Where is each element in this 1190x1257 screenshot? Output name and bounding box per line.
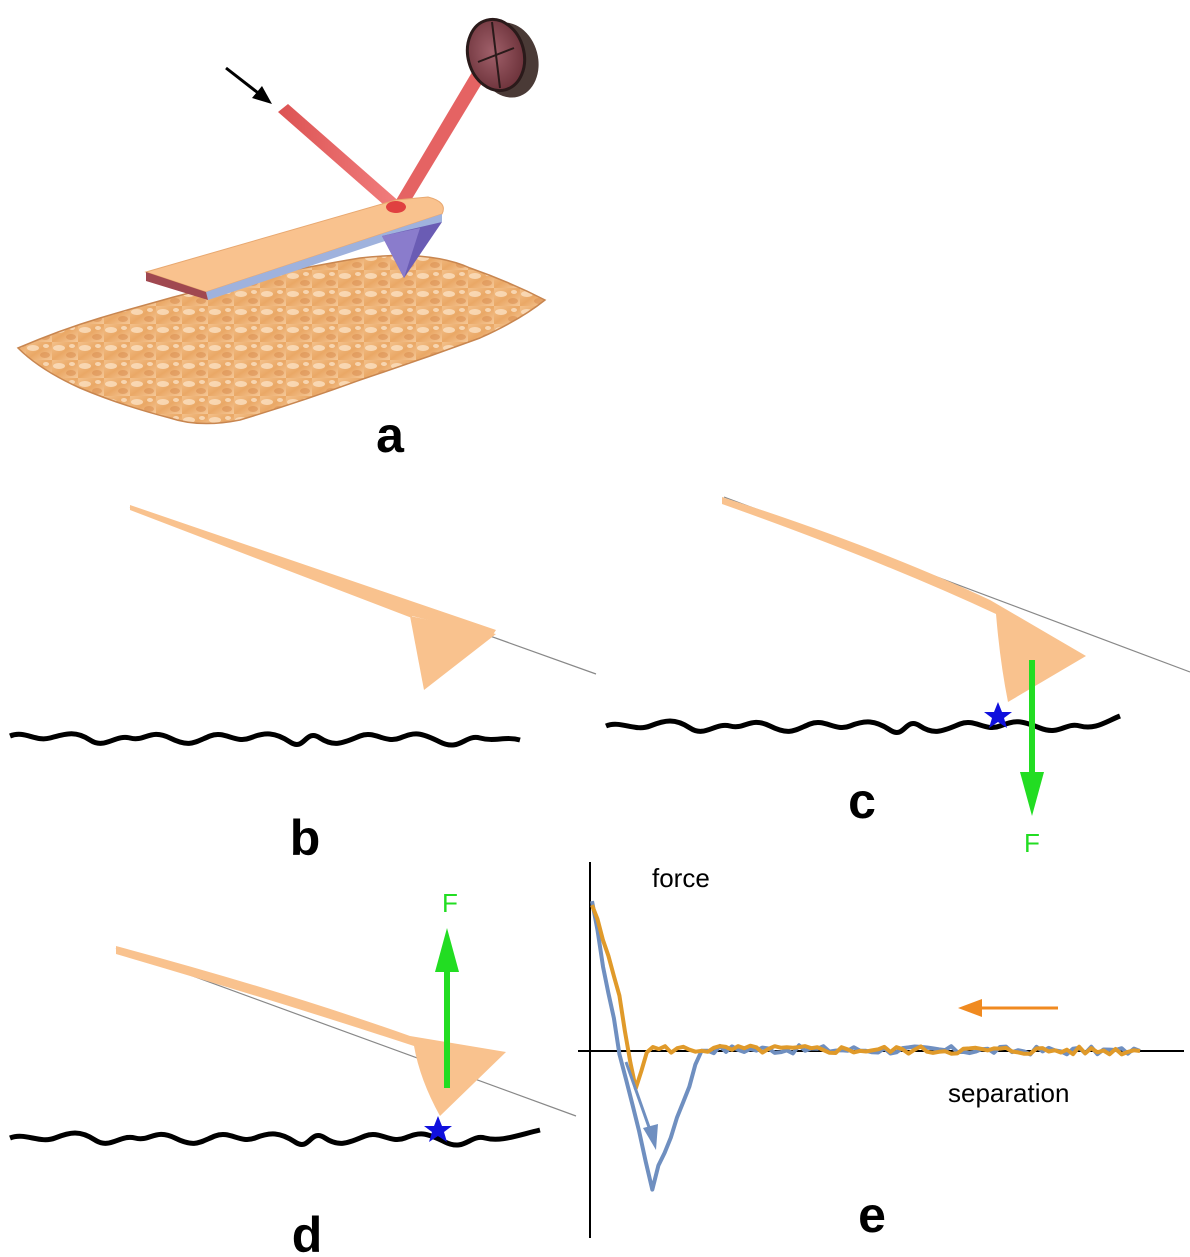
panel-label-b: b — [290, 810, 321, 866]
cantilever-profile — [116, 946, 506, 1116]
cantilever — [144, 196, 444, 293]
panel-label-c: c — [848, 773, 876, 829]
cantilever-end — [146, 272, 208, 300]
panel-c-contact: F c — [605, 496, 1190, 858]
incident-beam-arrow — [225, 66, 272, 104]
retract-curve — [590, 900, 1141, 1192]
approach-direction-arrow — [958, 999, 1058, 1017]
sample-surface-line — [9, 731, 521, 748]
photodetector — [465, 17, 539, 98]
reflected-laser-beam — [392, 52, 496, 212]
retract-direction-arrow — [624, 1061, 658, 1150]
force-label-d: F — [442, 888, 458, 918]
afm-tip-highlight — [382, 228, 420, 278]
panel-a-afm-schematic: a — [16, 17, 547, 463]
y-axis-label: force — [652, 863, 710, 893]
x-axis-label: separation — [948, 1078, 1069, 1108]
sample-surface-line — [9, 1127, 541, 1148]
panel-label-d: d — [292, 1207, 323, 1257]
panel-d-retraction: F d — [9, 888, 577, 1257]
laser-spot — [386, 201, 406, 213]
force-arrow-up — [435, 928, 459, 1088]
force-label-c: F — [1024, 828, 1040, 858]
afm-tip — [410, 616, 496, 690]
panel-label-a: a — [376, 407, 405, 463]
sample-surface — [16, 254, 547, 425]
panel-b-approach: b — [9, 505, 597, 866]
approach-curve — [590, 904, 1141, 1091]
sample-surface-line — [605, 713, 1121, 735]
incident-laser-beam — [278, 104, 402, 212]
contact-star — [424, 1116, 452, 1142]
panel-e-force-curve: force separation e — [578, 862, 1184, 1243]
panel-label-e: e — [858, 1187, 886, 1243]
cantilever-edge — [206, 214, 442, 300]
force-arrow-down — [1020, 660, 1044, 816]
cantilever-profile — [130, 505, 496, 688]
contact-star — [984, 702, 1012, 728]
